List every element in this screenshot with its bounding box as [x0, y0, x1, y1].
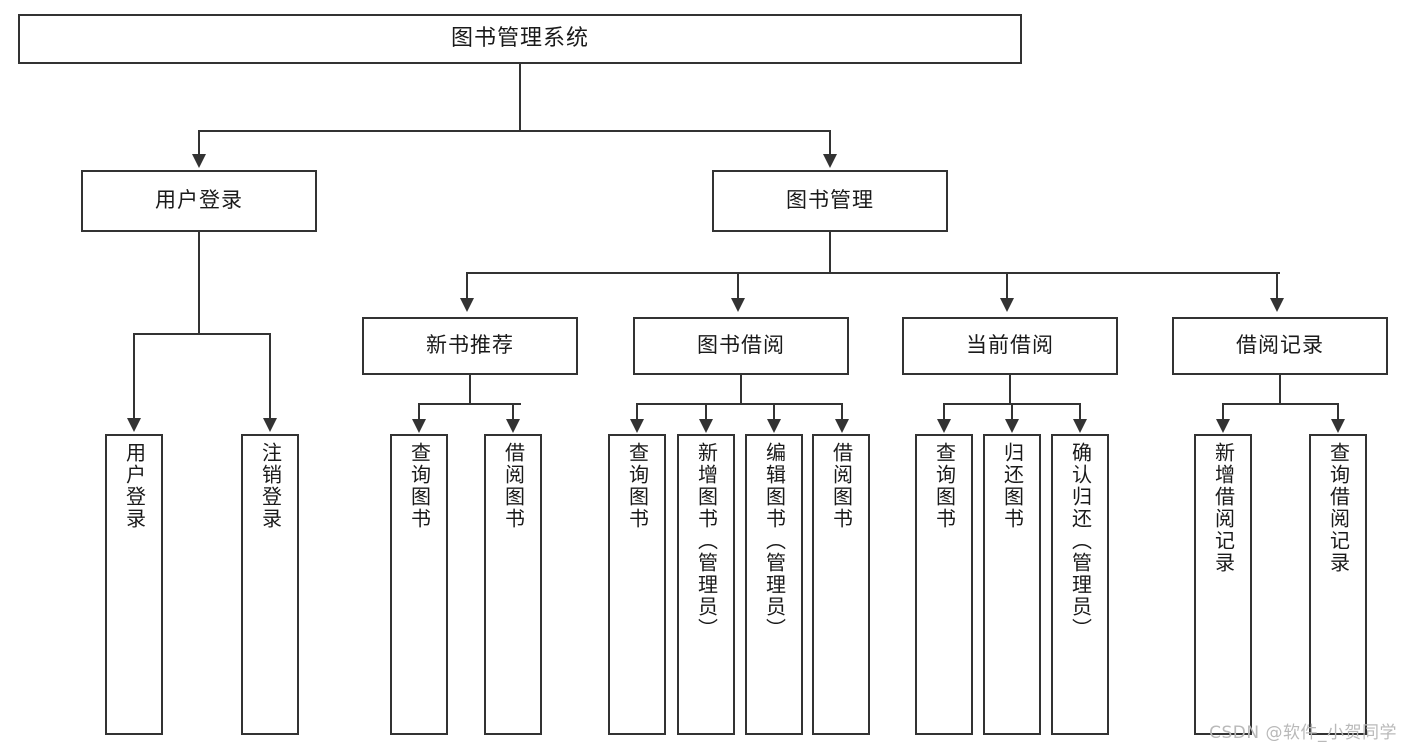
connector-new-book-child-1 [418, 403, 420, 421]
connector-user-login-child-1 [133, 333, 135, 420]
connector-book-borrow-stem [740, 375, 742, 405]
node-label: 确认归还（管理员） [1068, 442, 1093, 640]
arrow-book-borrow-child-4 [835, 419, 849, 433]
node-label: 借阅图书 [501, 442, 526, 530]
connector-borrow-record-bus [1222, 403, 1337, 405]
connector-borrow-record-stem [1279, 375, 1281, 405]
arrow-book-borrow-child-3 [767, 419, 781, 433]
connector-book-borrow-child-2 [705, 403, 707, 421]
node-current-borrow[interactable]: 当前借阅 [902, 317, 1118, 375]
connector-book-borrow-child-1 [636, 403, 638, 421]
node-label: 注销登录 [258, 442, 283, 530]
leaf-current-borrow-return[interactable]: 归还图书 [983, 434, 1041, 735]
connector-user-login-stem [198, 232, 200, 335]
arrow-current-borrow-child-1 [937, 419, 951, 433]
node-label: 查询图书 [407, 442, 432, 530]
connector-to-new-book [466, 272, 468, 300]
connector-to-current-borrow [1006, 272, 1008, 300]
connector-level1-bus [198, 130, 831, 132]
node-label: 查询图书 [625, 442, 650, 530]
node-label: 编辑图书（管理员） [762, 442, 787, 640]
node-label: 图书借阅 [697, 333, 785, 358]
connector-current-borrow-child-3 [1079, 403, 1081, 421]
connector-current-borrow-child-2 [1011, 403, 1013, 421]
connector-to-borrow-record [1276, 272, 1278, 300]
arrow-book-borrow-child-2 [699, 419, 713, 433]
connector-current-borrow-stem [1009, 375, 1011, 405]
connector-root-stem [519, 64, 521, 132]
arrow-current-borrow-child-3 [1073, 419, 1087, 433]
connector-book-borrow-bus [636, 403, 843, 405]
arrow-to-book-borrow [731, 298, 745, 312]
node-user-login[interactable]: 用户登录 [81, 170, 317, 232]
node-label: 用户登录 [155, 188, 243, 213]
node-label: 借阅记录 [1236, 333, 1324, 358]
node-book-borrow[interactable]: 图书借阅 [633, 317, 849, 375]
leaf-new-book-query[interactable]: 查询图书 [390, 434, 448, 735]
arrow-new-book-child-2 [506, 419, 520, 433]
leaf-borrow-record-add[interactable]: 新增借阅记录 [1194, 434, 1252, 735]
node-book-manage[interactable]: 图书管理 [712, 170, 948, 232]
leaf-book-borrow-borrow[interactable]: 借阅图书 [812, 434, 870, 735]
arrow-to-borrow-record [1270, 298, 1284, 312]
node-label: 借阅图书 [829, 442, 854, 530]
connector-new-book-stem [469, 375, 471, 405]
node-label: 查询借阅记录 [1326, 442, 1351, 574]
connector-to-book-borrow [737, 272, 739, 300]
node-label: 新增借阅记录 [1211, 442, 1236, 574]
connector-user-login-child-2 [269, 333, 271, 420]
node-root-system[interactable]: 图书管理系统 [18, 14, 1022, 64]
node-label: 用户登录 [122, 442, 147, 530]
watermark-text: CSDN @软件_小贺同学 [1209, 723, 1397, 743]
arrow-to-book-manage [823, 154, 837, 168]
arrow-to-current-borrow [1000, 298, 1014, 312]
arrow-borrow-record-child-2 [1331, 419, 1345, 433]
leaf-book-borrow-add[interactable]: 新增图书（管理员） [677, 434, 735, 735]
node-label: 查询图书 [932, 442, 957, 530]
connector-new-book-bus [418, 403, 521, 405]
node-new-book-recommend[interactable]: 新书推荐 [362, 317, 578, 375]
node-label: 图书管理 [786, 188, 874, 213]
node-label: 新增图书（管理员） [694, 442, 719, 640]
leaf-borrow-record-query[interactable]: 查询借阅记录 [1309, 434, 1367, 735]
arrow-to-user-login [192, 154, 206, 168]
arrow-user-login-child-1 [127, 418, 141, 432]
connector-borrow-record-child-2 [1337, 403, 1339, 421]
connector-new-book-child-2 [512, 403, 514, 421]
arrow-current-borrow-child-2 [1005, 419, 1019, 433]
connector-borrow-record-child-1 [1222, 403, 1224, 421]
node-label: 归还图书 [1000, 442, 1025, 530]
leaf-book-borrow-edit[interactable]: 编辑图书（管理员） [745, 434, 803, 735]
connector-book-borrow-child-3 [773, 403, 775, 421]
leaf-user-login[interactable]: 用户登录 [105, 434, 163, 735]
connector-book-borrow-child-4 [841, 403, 843, 421]
connector-user-login-bus [133, 333, 270, 335]
node-borrow-record[interactable]: 借阅记录 [1172, 317, 1388, 375]
arrow-user-login-child-2 [263, 418, 277, 432]
connector-book-manage-stem [829, 232, 831, 274]
connector-current-borrow-child-1 [943, 403, 945, 421]
leaf-current-borrow-query[interactable]: 查询图书 [915, 434, 973, 735]
arrow-new-book-child-1 [412, 419, 426, 433]
leaf-book-borrow-query[interactable]: 查询图书 [608, 434, 666, 735]
connector-to-book-manage [829, 130, 831, 156]
leaf-current-borrow-confirm-return[interactable]: 确认归还（管理员） [1051, 434, 1109, 735]
node-label: 新书推荐 [426, 333, 514, 358]
connector-to-user-login [198, 130, 200, 156]
arrow-to-new-book [460, 298, 474, 312]
connector-level2-bus [466, 272, 1280, 274]
node-label: 图书管理系统 [450, 25, 589, 51]
leaf-new-book-borrow[interactable]: 借阅图书 [484, 434, 542, 735]
arrow-book-borrow-child-1 [630, 419, 644, 433]
arrow-borrow-record-child-1 [1216, 419, 1230, 433]
leaf-user-logout[interactable]: 注销登录 [241, 434, 299, 735]
node-label: 当前借阅 [966, 333, 1054, 358]
